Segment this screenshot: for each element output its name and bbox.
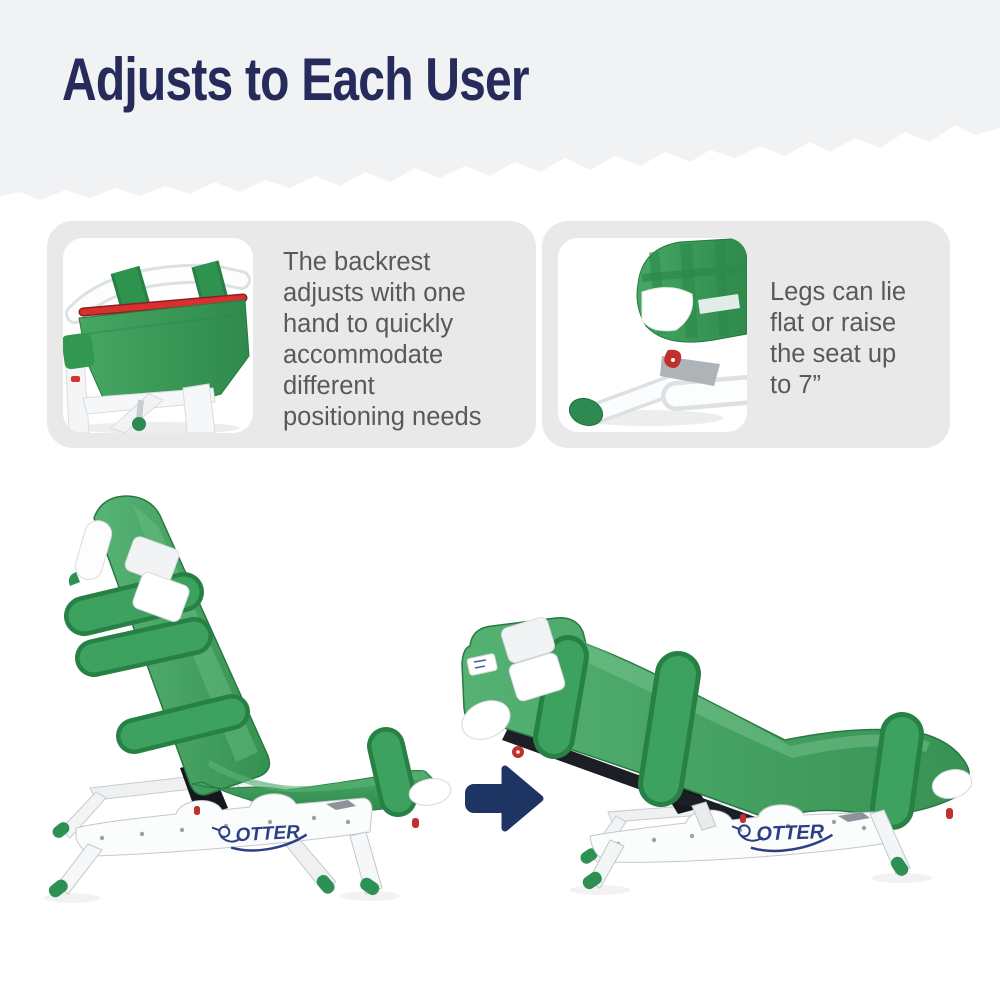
frame-post <box>182 383 216 433</box>
chair-upright-photo: OTTER <box>44 495 452 903</box>
torn-paper-band <box>0 0 1000 200</box>
seat-strap <box>367 727 417 817</box>
otter-logo-text: OTTER <box>756 821 825 845</box>
backrest-closeup-photo <box>63 238 253 433</box>
feature-card-legs: Legs can lie flat or raise the seat up t… <box>542 221 950 448</box>
red-pin <box>412 818 419 828</box>
red-pin <box>740 814 746 823</box>
rivets <box>99 815 351 841</box>
red-pin <box>71 376 80 382</box>
seat-strap <box>870 712 924 830</box>
wrap-strap <box>641 264 747 282</box>
red-pin <box>194 806 200 815</box>
seat-tube-cap <box>408 778 452 806</box>
feature-text-backrest: The backrest adjusts with one hand to qu… <box>283 248 482 431</box>
backrest-closeup-illustration <box>63 260 251 433</box>
side-strap-tab <box>63 332 95 370</box>
adjust-lever <box>838 812 870 822</box>
green-knob <box>132 417 146 431</box>
otter-logo: OTTER <box>731 821 834 853</box>
legs-closeup-illustration <box>568 238 747 427</box>
legs-closeup-photo <box>558 238 747 432</box>
seat-tube-cap <box>931 769 973 799</box>
photo-shadow <box>76 422 240 433</box>
transition-arrow-icon <box>465 765 544 832</box>
adjust-lever <box>326 800 356 810</box>
feature-card-backrest: The backrest adjusts with one hand to qu… <box>47 221 536 448</box>
otter-logo: OTTER <box>211 822 308 852</box>
otter-logo-text: OTTER <box>235 822 301 846</box>
headrest <box>461 617 566 758</box>
backrest-straps <box>533 635 701 807</box>
red-pin <box>946 808 953 819</box>
green-foot-tip <box>568 397 604 427</box>
front-legs <box>582 801 911 890</box>
white-pad <box>641 287 694 332</box>
chair-reclined-photo: OTTER <box>461 617 973 895</box>
backrest-straps <box>64 572 250 754</box>
front-legs <box>48 831 383 898</box>
page-title: Adjusts to Each User <box>62 46 530 113</box>
feature-text-legs: Legs can lie flat or raise the seat up t… <box>770 278 907 399</box>
headrest <box>68 520 190 622</box>
